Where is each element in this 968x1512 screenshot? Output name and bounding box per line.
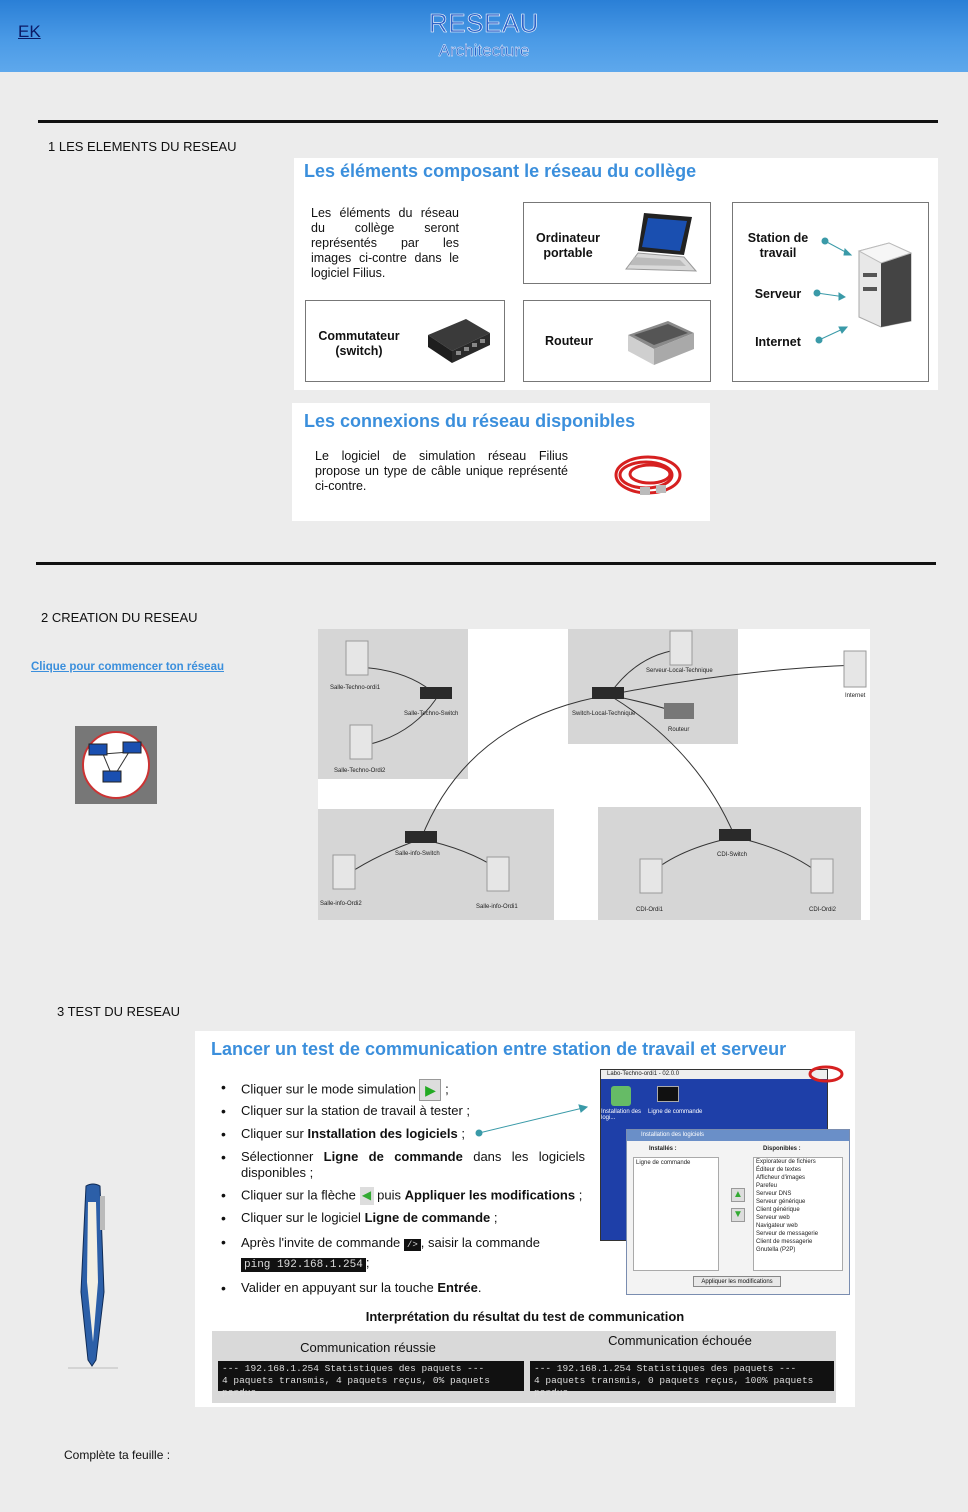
connections-panel: Les connexions du réseau disponibles Le … [292, 403, 710, 521]
pointer-arrows [813, 237, 853, 344]
ping-command: ping 192.168.1.254 [241, 1258, 366, 1272]
node-label: CDI-Ordi1 [636, 907, 664, 913]
results-table: Communication réussie Communication écho… [212, 1331, 836, 1403]
computers-box: Station de travail Serveur Internet [732, 202, 929, 382]
test-steps: Cliquer sur le mode simulation ▶ ; Cliqu… [221, 1079, 585, 1296]
success-output: --- 192.168.1.254 Statistiques des paque… [218, 1361, 524, 1398]
elements-panel: Les éléments composant le réseau du coll… [294, 158, 938, 390]
network-app-icon[interactable] [75, 726, 157, 804]
available-list[interactable]: Explorateur de fichiers Éditeur de texte… [753, 1157, 843, 1271]
switch-box: Commutateur (switch) [305, 300, 505, 382]
success-label: Communication réussie [300, 1340, 436, 1355]
switch-label: Commutateur (switch) [318, 329, 400, 358]
section-3-heading: 3 TEST DU RESEAU [57, 1004, 181, 1019]
terminal-icon[interactable]: /> [403, 1239, 421, 1251]
terminal-app-icon[interactable] [657, 1086, 679, 1102]
test-panel-title: Lancer un test de communication entre st… [211, 1039, 787, 1059]
filius-screenshot: Labo-Techno-ordi1 - 02.0.0 Installation … [600, 1065, 850, 1297]
router-label: Routeur [545, 334, 593, 348]
node-label: CDI-Ordi2 [809, 907, 837, 913]
node-label: Salle-info-Ordi2 [320, 901, 362, 907]
server-label: Serveur [754, 287, 802, 301]
install-icon[interactable] [611, 1086, 631, 1106]
installed-list[interactable]: Ligne de commande [633, 1157, 719, 1271]
server-icon [857, 242, 913, 328]
router-box: Routeur [523, 300, 711, 382]
section-2-heading: 2 CREATION DU RESEAU [41, 610, 198, 625]
node-label: Serveur-Local-Technique [646, 668, 713, 674]
internet-label: Internet [755, 335, 801, 349]
header-bar: EK RESEAU Architecture [0, 0, 968, 72]
failure-label: Communication échouée [608, 1333, 752, 1348]
test-panel: Lancer un test de communication entre st… [195, 1031, 855, 1407]
elements-intro: Les éléments du réseau du collège seront… [311, 206, 459, 280]
node-label: Salle-Techno-Ordi2 [334, 768, 386, 774]
workstation-label: Station de travail [747, 231, 809, 260]
step-1: Cliquer sur le mode simulation ▶ ; [221, 1079, 585, 1101]
router-icon [628, 321, 694, 365]
apply-changes-button[interactable]: Appliquer les modifications [693, 1276, 781, 1287]
complete-sheet-text: Complète ta feuille : [64, 1448, 171, 1462]
network-diagram-canvas [318, 629, 867, 920]
step-8: Valider en appuyant sur la touche Entrée… [221, 1280, 585, 1296]
step-2: Cliquer sur la station de travail à test… [221, 1103, 585, 1119]
result-title: Interprétation du résultat du test de co… [365, 1309, 685, 1324]
node-label: Salle-Techno-Switch [404, 711, 459, 717]
node-label: Internet [845, 693, 866, 699]
step-4: Sélectionner Ligne de commande dans les … [221, 1149, 585, 1181]
pen-icon [68, 1183, 118, 1369]
laptop-icon [625, 213, 698, 272]
move-right-button[interactable]: ▼ [731, 1208, 745, 1222]
ek-link[interactable]: EK [18, 22, 41, 41]
step-5: Cliquer sur la flèche ◀ puis Appliquer l… [221, 1187, 585, 1205]
switch-icon [428, 319, 490, 363]
laptop-label: Ordinateur portable [536, 231, 600, 260]
page-subtitle: Architecture [438, 41, 530, 60]
cable-icon [614, 455, 682, 495]
simulation-mode-icon[interactable]: ▶ [419, 1079, 442, 1101]
elements-panel-title: Les éléments composant le réseau du coll… [304, 161, 697, 181]
divider [38, 120, 938, 123]
connections-title: Les connexions du réseau disponibles [304, 411, 636, 431]
cable-icon [808, 1065, 844, 1083]
failure-output: --- 192.168.1.254 Statistiques des paque… [530, 1361, 834, 1398]
section-1-heading: 1 LES ELEMENTS DU RESEAU [48, 139, 237, 154]
start-network-link[interactable]: Clique pour commencer ton réseau [31, 661, 224, 673]
node-label: Salle-info-Ordi1 [476, 904, 518, 910]
connections-text: Le logiciel de simulation réseau Filius … [315, 449, 568, 493]
install-dialog: Installation des logiciels Installés : D… [626, 1129, 850, 1295]
node-label: Switch-Local-Technique [572, 711, 636, 717]
step-6: Cliquer sur le logiciel Ligne de command… [221, 1210, 585, 1226]
move-left-button[interactable]: ▲ [731, 1188, 745, 1202]
laptop-box: Ordinateur portable [523, 202, 711, 284]
node-label: Salle-Techno-ordi1 [330, 685, 381, 691]
divider [36, 562, 936, 565]
step-7: Après l'invite de commande />, saisir la… [221, 1234, 585, 1274]
step-3: Cliquer sur Installation des logiciels ; [221, 1126, 585, 1142]
page-title: RESEAU [429, 8, 539, 39]
diagram-devices [332, 630, 867, 894]
node-label: CDI-Switch [717, 852, 748, 858]
arrow-icon[interactable]: ◀ [359, 1187, 374, 1205]
node-label: Routeur [668, 727, 690, 733]
node-label: Salle-info-Switch [395, 851, 440, 857]
pointer-arrow [475, 1104, 589, 1137]
network-diagram: Salle-Techno-ordi1 Salle-Techno-Switch S… [318, 629, 870, 920]
